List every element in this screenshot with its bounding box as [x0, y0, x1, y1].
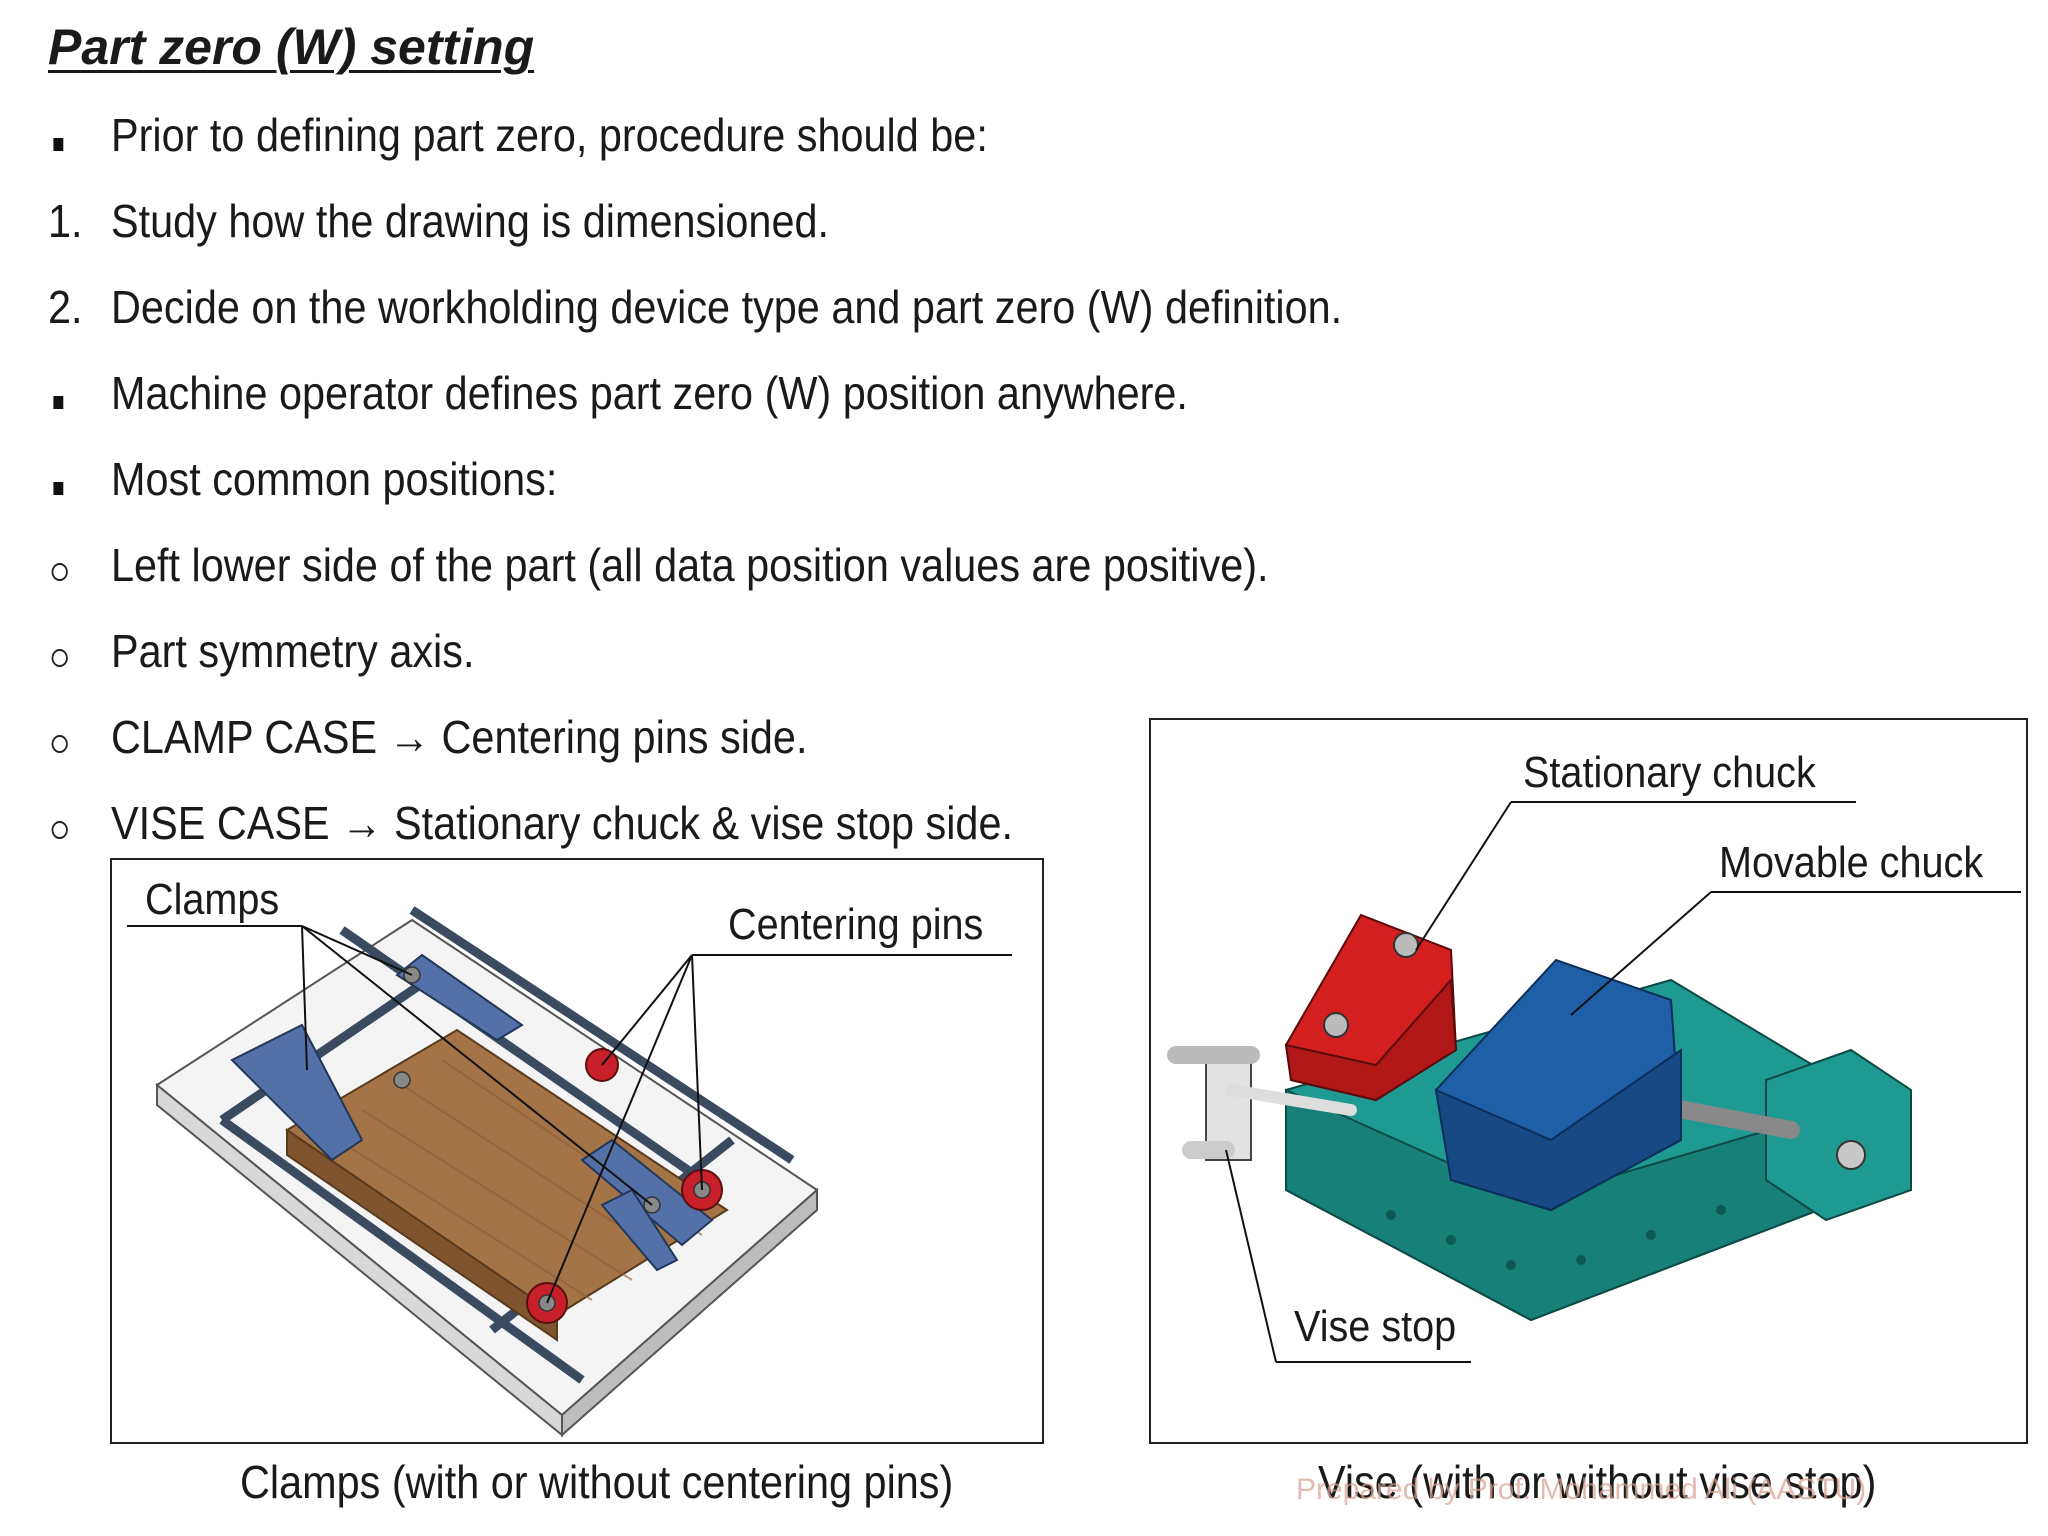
vise-figure: Stationary chuck Movable chuck Vise stop — [1149, 718, 2028, 1444]
label-movable-chuck: Movable chuck — [1719, 838, 1984, 887]
label-vise-stop: Vise stop — [1294, 1302, 1457, 1351]
square-bullet-icon — [48, 452, 111, 506]
vise-illustration — [1167, 801, 2021, 1363]
square-bullet-icon — [48, 108, 111, 162]
list-item: Prior to defining part zero, procedure s… — [48, 108, 1173, 168]
circle-bullet-icon — [48, 538, 111, 592]
clamps-figure: Clamps Centering pins — [110, 858, 1044, 1444]
list-item: Left lower side of the part (all data po… — [48, 538, 1269, 598]
page-title: Part zero (W) setting — [48, 19, 535, 75]
label-clamps: Clamps — [145, 875, 280, 924]
vise-caption: Vise (with or without vise stop) — [1318, 1456, 1877, 1508]
list-item: CLAMP CASE → Centering pins side. — [48, 710, 1173, 770]
list-item: 2. Decide on the workholding device type… — [48, 281, 1343, 333]
label-stationary-chuck: Stationary chuck — [1523, 748, 1816, 797]
clamps-illustration — [127, 906, 1012, 1438]
list-item: Most common positions: — [48, 452, 1173, 512]
list-item: Part symmetry axis. — [48, 624, 1173, 684]
list-number: 2. — [48, 281, 83, 333]
label-centering-pins: Centering pins — [728, 900, 984, 949]
square-bullet-icon — [48, 366, 111, 420]
circle-bullet-icon — [48, 624, 111, 678]
list-item: Machine operator defines part zero (W) p… — [48, 366, 1188, 426]
circle-bullet-icon — [48, 710, 111, 764]
list-item: VISE CASE → Stationary chuck & vise stop… — [48, 796, 1173, 856]
watermark: Prepared by Prof. Mohammed Ali (AASTU) — [1296, 1473, 1867, 1506]
clamps-caption: Clamps (with or without centering pins) — [240, 1456, 954, 1508]
list-number: 1. — [48, 195, 83, 247]
list-item: 1. Study how the drawing is dimensioned. — [48, 195, 830, 247]
circle-bullet-icon — [48, 796, 111, 850]
